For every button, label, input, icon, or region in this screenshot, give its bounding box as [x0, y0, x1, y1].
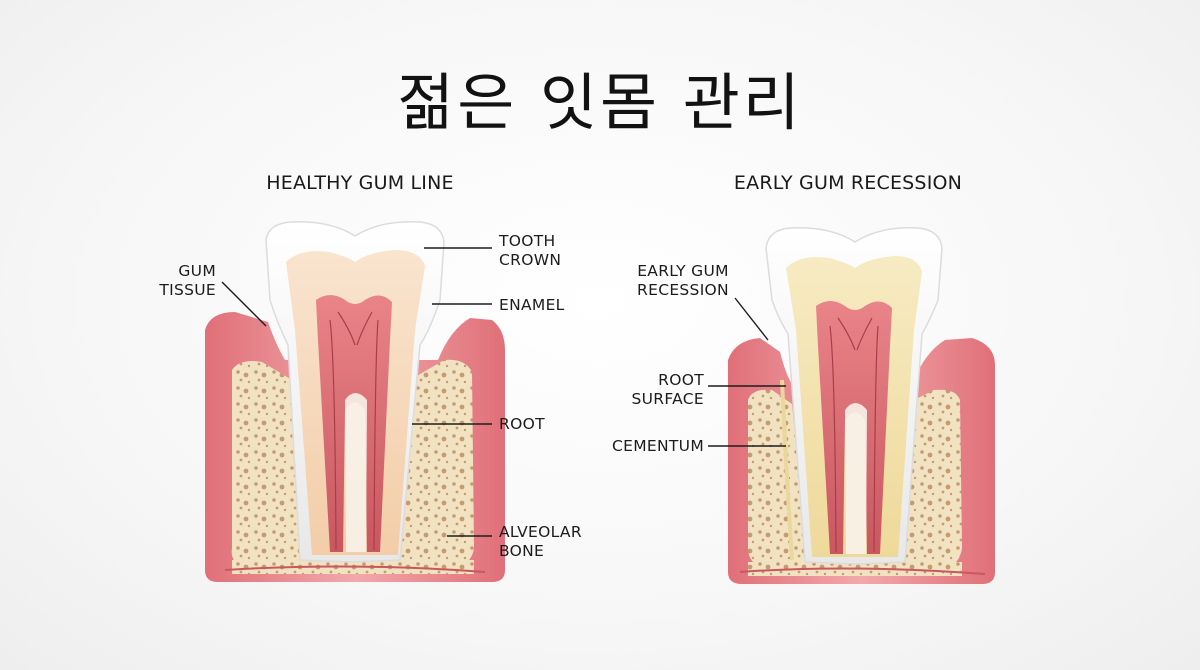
enamel-label: ENAMEL: [499, 296, 565, 314]
gum-tissue-label: GUM TISSUE: [159, 262, 216, 299]
recession-bone-left: [748, 389, 808, 566]
cementum-label: CEMENTUM: [612, 437, 704, 455]
early-gum-recession-leader: [734, 297, 769, 341]
cementum-band: [780, 379, 794, 561]
healthy-gum-line-heading: HEALTHY GUM LINE: [266, 172, 454, 194]
alveolar-bone-label: ALVEOLAR BONE: [499, 523, 582, 560]
recession-tooth-illustration: [728, 227, 995, 584]
recession-leader-lines: [708, 297, 786, 447]
root-surface-label: ROOT SURFACE: [631, 371, 704, 408]
tooth-crown-label: TOOTH CROWN: [499, 232, 562, 269]
healthy-bone-left: [231, 361, 310, 566]
healthy-nerves: [329, 311, 379, 551]
early-gum-recession-label: EARLY GUM RECESSION: [637, 262, 729, 299]
gum-tissue-leader: [221, 281, 267, 327]
healthy-tooth-illustration: [205, 221, 505, 582]
page-title: 젊은 잇몸 관리: [397, 66, 803, 139]
healthy-leader-lines: [221, 247, 492, 537]
recession-nerves: [829, 317, 879, 553]
root-label: ROOT: [499, 415, 545, 433]
early-gum-recession-heading: EARLY GUM RECESSION: [733, 172, 963, 194]
